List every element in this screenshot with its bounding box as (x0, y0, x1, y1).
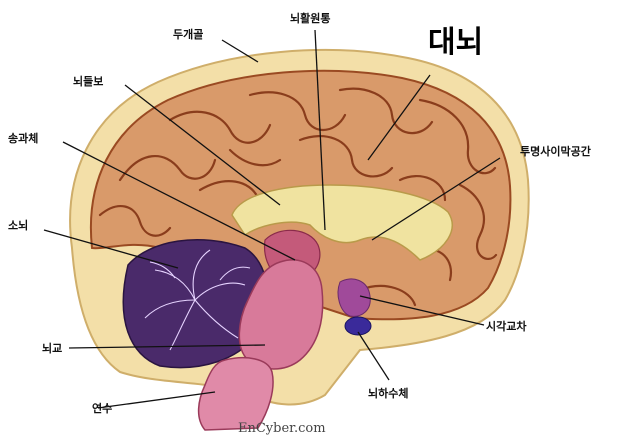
label-medulla: 연수 (92, 401, 112, 415)
watermark-text: EnCyber.com (238, 421, 326, 436)
label-skull: 두개골 (173, 27, 203, 41)
label-fornix: 뇌활원통 (290, 11, 330, 25)
label-septum: 투명사이막공간 (520, 144, 591, 158)
title-cerebrum: 대뇌 (428, 25, 483, 60)
label-cerebellum: 소뇌 (8, 218, 28, 232)
label-pituitary: 뇌하수체 (368, 386, 408, 400)
label-cingulate: 송과체 (8, 131, 38, 145)
label-optic-chiasm: 시각교차 (486, 319, 527, 333)
label-pons: 뇌교 (42, 341, 62, 355)
label-corpus-callosum: 뇌들보 (73, 74, 103, 88)
